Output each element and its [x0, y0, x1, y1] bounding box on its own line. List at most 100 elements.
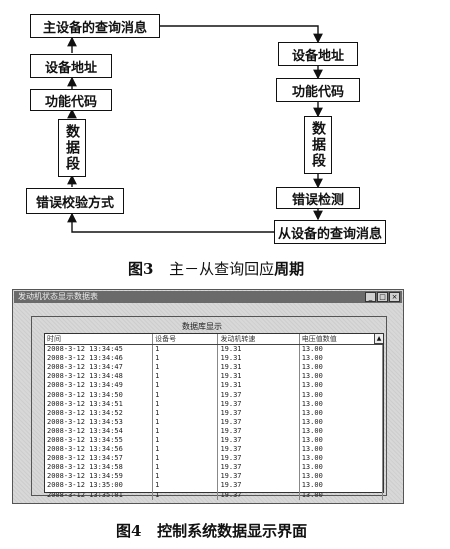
cell-time: 2008-3-12 13:34:45	[45, 344, 154, 355]
cell-speed: 19.37	[217, 408, 300, 418]
arrow-master-to-right	[160, 25, 323, 44]
figure-4-caption: 图4 控制系统数据显示界面	[116, 520, 307, 541]
cell-voltage: 13.00	[299, 399, 384, 409]
window-titlebar: 发动机状态显示数据表 _ □ ×	[14, 291, 402, 303]
cell-speed: 19.37	[217, 417, 300, 427]
cell-speed: 19.31	[217, 381, 300, 391]
node-master-query: 主设备的查询消息	[30, 14, 160, 38]
cell-device: 1	[152, 445, 219, 455]
maximize-button[interactable]: □	[377, 292, 388, 302]
cell-voltage: 13.00	[299, 481, 384, 491]
table-header-row: 时间 设备号 发动机转速 电压值数值	[45, 334, 384, 345]
cell-time: 2008-3-12 13:34:57	[45, 454, 154, 464]
cell-speed: 19.37	[217, 472, 300, 482]
minimize-button[interactable]: _	[365, 292, 376, 302]
column-header-voltage[interactable]: 电压值数值	[299, 334, 384, 345]
cell-time: 2008-3-12 13:34:46	[45, 354, 154, 364]
group-title: 数据库显示	[182, 322, 222, 331]
cell-device: 1	[152, 344, 219, 355]
cell-device: 1	[152, 490, 219, 500]
cell-speed: 19.37	[217, 481, 300, 491]
cell-device: 1	[152, 354, 219, 364]
cell-device: 1	[152, 390, 219, 400]
scroll-up-arrow-icon[interactable]: ▲	[374, 334, 383, 344]
cell-speed: 19.31	[217, 354, 300, 364]
cell-time: 2008-3-12 13:34:58	[45, 463, 154, 473]
cell-speed: 19.37	[217, 390, 300, 400]
cell-voltage: 13.00	[299, 408, 384, 418]
cell-time: 2008-3-12 13:34:52	[45, 408, 154, 418]
cell-device: 1	[152, 372, 219, 382]
column-header-speed[interactable]: 发动机转速	[217, 334, 300, 345]
cell-speed: 19.37	[217, 490, 300, 500]
column-header-device[interactable]: 设备号	[152, 334, 219, 345]
cell-voltage: 13.00	[299, 344, 384, 355]
column-header-time[interactable]: 时间	[45, 334, 154, 345]
cell-speed: 19.37	[217, 426, 300, 436]
cell-device: 1	[152, 426, 219, 436]
figure-4-text: 控制系统数据显示界面	[157, 522, 308, 540]
cell-voltage: 13.00	[299, 390, 384, 400]
database-groupbox: 数据库显示 ▲ 时间 设备号 发动机转速 电压值数值 2008-3-12 13:…	[31, 316, 387, 500]
cell-voltage: 13.00	[299, 417, 384, 427]
cell-voltage: 13.00	[299, 454, 384, 464]
cell-time: 2008-3-12 13:35:01	[45, 490, 154, 500]
cell-device: 1	[152, 399, 219, 409]
cell-device: 1	[152, 472, 219, 482]
node-right-address: 设备地址	[278, 42, 358, 66]
node-slave-query: 从设备的查询消息	[274, 220, 386, 244]
node-left-function: 功能代码	[30, 89, 112, 111]
cell-speed: 19.37	[217, 454, 300, 464]
cell-speed: 19.31	[217, 372, 300, 382]
node-left-data: 数据段	[58, 119, 86, 177]
cell-voltage: 13.00	[299, 354, 384, 364]
cell-voltage: 13.00	[299, 463, 384, 473]
cell-time: 2008-3-12 13:34:54	[45, 426, 154, 436]
figure-3-caption: 图3 主－从查询回应周期	[128, 258, 304, 279]
figure-3-number: 图3	[128, 260, 154, 278]
cell-speed: 19.37	[217, 435, 300, 446]
cell-voltage: 13.00	[299, 381, 384, 391]
cell-voltage: 13.00	[299, 445, 384, 455]
close-button[interactable]: ×	[389, 292, 400, 302]
cell-voltage: 13.00	[299, 490, 384, 500]
node-left-check: 错误校验方式	[26, 188, 124, 214]
cell-device: 1	[152, 454, 219, 464]
node-right-data: 数据段	[304, 116, 332, 174]
cell-time: 2008-3-12 13:34:50	[45, 390, 154, 400]
cell-time: 2008-3-12 13:34:55	[45, 435, 154, 446]
node-right-check: 错误检测	[276, 187, 360, 209]
cell-speed: 19.31	[217, 344, 300, 355]
cell-speed: 19.31	[217, 363, 300, 373]
cell-speed: 19.37	[217, 399, 300, 409]
cell-device: 1	[152, 463, 219, 473]
cell-time: 2008-3-12 13:34:53	[45, 417, 154, 427]
node-right-function: 功能代码	[276, 78, 360, 102]
cell-time: 2008-3-12 13:34:56	[45, 445, 154, 455]
node-left-address: 设备地址	[30, 54, 112, 78]
cell-time: 2008-3-12 13:34:51	[45, 399, 154, 409]
figure-4-number: 图4	[116, 522, 142, 540]
arrow-slave-to-left	[67, 212, 274, 233]
